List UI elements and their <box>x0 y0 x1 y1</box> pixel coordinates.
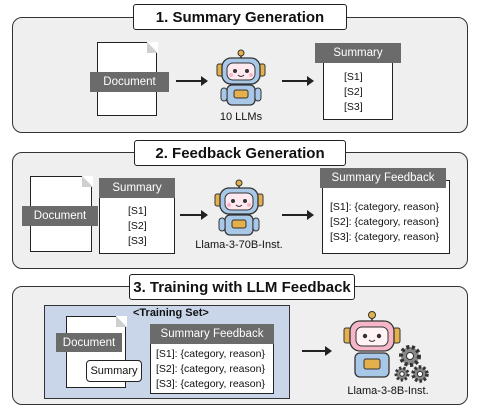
section-title-feedback-generation: 2. Feedback Generation <box>134 140 346 166</box>
feedback-lines: [S1]: {category, reason} [S2]: {category… <box>330 200 439 245</box>
arrow-icon <box>282 210 314 220</box>
model-caption-llama-8b: Llama-3-8B-Inst. <box>347 385 429 397</box>
summary-lines: [S1] [S2] [S3] <box>344 70 363 115</box>
gear-icon <box>394 366 410 382</box>
gear-icon <box>411 365 429 383</box>
summary-line: [S3] <box>344 101 363 113</box>
training-set-label: <Training Set> <box>133 307 209 319</box>
summary-line: [S3] <box>128 235 147 247</box>
feedback-lines: [S1]: {category, reason} [S2]: {category… <box>156 347 265 392</box>
summary-line: [S2] <box>128 220 147 232</box>
model-caption-llama-70b: Llama-3-70B-Inst. <box>195 239 283 251</box>
robot-icon <box>214 179 264 236</box>
document-label: Document <box>56 333 122 352</box>
feedback-header: Summary Feedback <box>320 168 446 188</box>
robot-icon <box>343 311 429 383</box>
summary-line: [S1] <box>344 71 363 83</box>
feedback-line: [S2]: {category, reason} <box>330 216 439 228</box>
feedback-line: [S1]: {category, reason} <box>156 348 265 360</box>
robot-icon <box>216 49 266 106</box>
feedback-line: [S2]: {category, reason} <box>156 363 265 375</box>
model-caption-10-llms: 10 LLMs <box>219 111 263 123</box>
arrow-icon <box>180 210 208 220</box>
section-title-summary-generation: 1. Summary Generation <box>133 4 347 30</box>
feedback-header: Summary Feedback <box>150 324 274 344</box>
summary-header: Summary <box>315 43 401 63</box>
section-title-training: 3. Training with LLM Feedback <box>129 274 355 300</box>
summary-line: [S2] <box>344 86 363 98</box>
feedback-line: [S1]: {category, reason} <box>330 201 439 213</box>
document-label: Document <box>90 72 169 92</box>
gear-icon <box>399 345 421 367</box>
arrow-icon <box>302 346 332 356</box>
arrow-icon <box>282 76 314 86</box>
summary-label: Summary <box>86 360 142 382</box>
arrow-icon <box>176 76 208 86</box>
feedback-line: [S3]: {category, reason} <box>156 378 265 390</box>
document-label: Document <box>22 206 98 226</box>
summary-line: [S1] <box>128 205 147 217</box>
summary-header: Summary <box>99 178 175 198</box>
feedback-line: [S3]: {category, reason} <box>330 231 439 243</box>
summary-lines: [S1] [S2] [S3] <box>128 204 147 249</box>
